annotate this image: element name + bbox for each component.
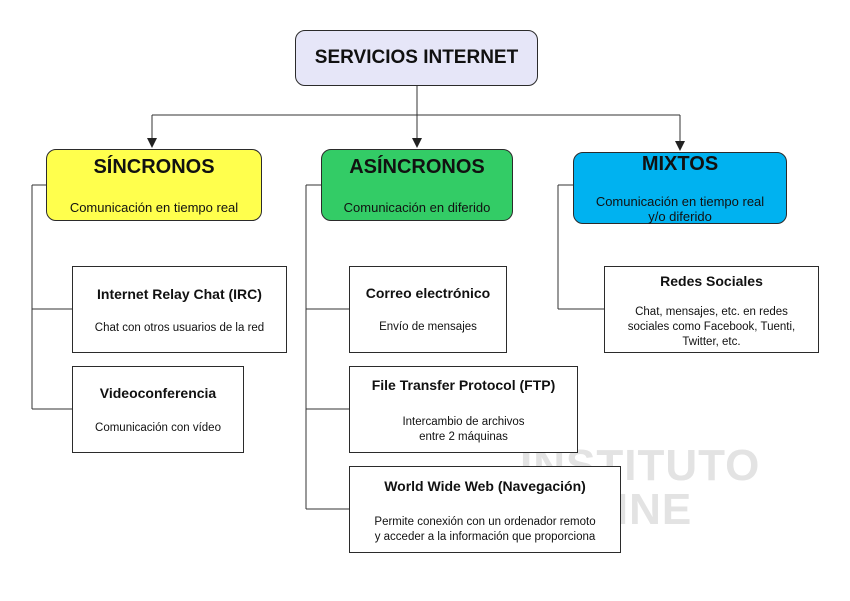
service-irc: Internet Relay Chat (IRC) Chat con otros… [72,266,287,353]
category-title: SÍNCRONOS [93,156,215,178]
service-desc-line: Intercambio de archivos [402,416,525,428]
root-title: SERVICIOS INTERNET [314,47,519,68]
service-title: File Transfer Protocol (FTP) [371,377,556,393]
service-desc: Comunicación con vídeo [95,422,221,434]
service-title: World Wide Web (Navegación) [384,478,586,494]
category-subtitle-line: y/o diferido [648,209,712,224]
service-ftp: File Transfer Protocol (FTP) Intercambio… [349,366,578,453]
service-redes-sociales: Redes Sociales Chat, mensajes, etc. en r… [604,266,819,353]
service-desc-line: Chat, mensajes, etc. en redes [635,306,788,318]
service-videoconferencia: Videoconferencia Comunicación con vídeo [72,366,244,453]
service-correo: Correo electrónico Envío de mensajes [349,266,507,353]
service-desc: Chat con otros usuarios de la red [94,322,265,334]
service-desc-line: Permite conexión con un ordenador remoto [374,516,596,528]
service-www: World Wide Web (Navegación) Permite cone… [349,466,621,553]
category-subtitle: Comunicación en diferido [343,200,491,215]
category-title: MIXTOS [641,153,719,175]
category-mixtos: MIXTOS Comunicación en tiempo real y/o d… [573,152,787,224]
category-subtitle: Comunicación en tiempo real [69,200,239,215]
category-subtitle-line: Comunicación en tiempo real [595,194,765,209]
category-asincronos: ASÍNCRONOS Comunicación en diferido [321,149,513,221]
category-title: ASÍNCRONOS [349,156,485,178]
service-desc-line: y acceder a la información que proporcio… [374,531,596,543]
service-desc-line: sociales como Facebook, Tuenti, [627,321,796,333]
service-title: Videoconferencia [99,385,217,401]
service-desc-line: Twitter, etc. [682,336,741,348]
service-desc: Envío de mensajes [379,321,477,333]
service-title: Redes Sociales [660,273,763,289]
category-sincronos: SÍNCRONOS Comunicación en tiempo real [46,149,262,221]
service-title: Internet Relay Chat (IRC) [97,286,262,302]
root-node: SERVICIOS INTERNET [295,30,538,86]
service-desc-line: entre 2 máquinas [419,431,508,443]
service-title: Correo electrónico [365,285,491,301]
